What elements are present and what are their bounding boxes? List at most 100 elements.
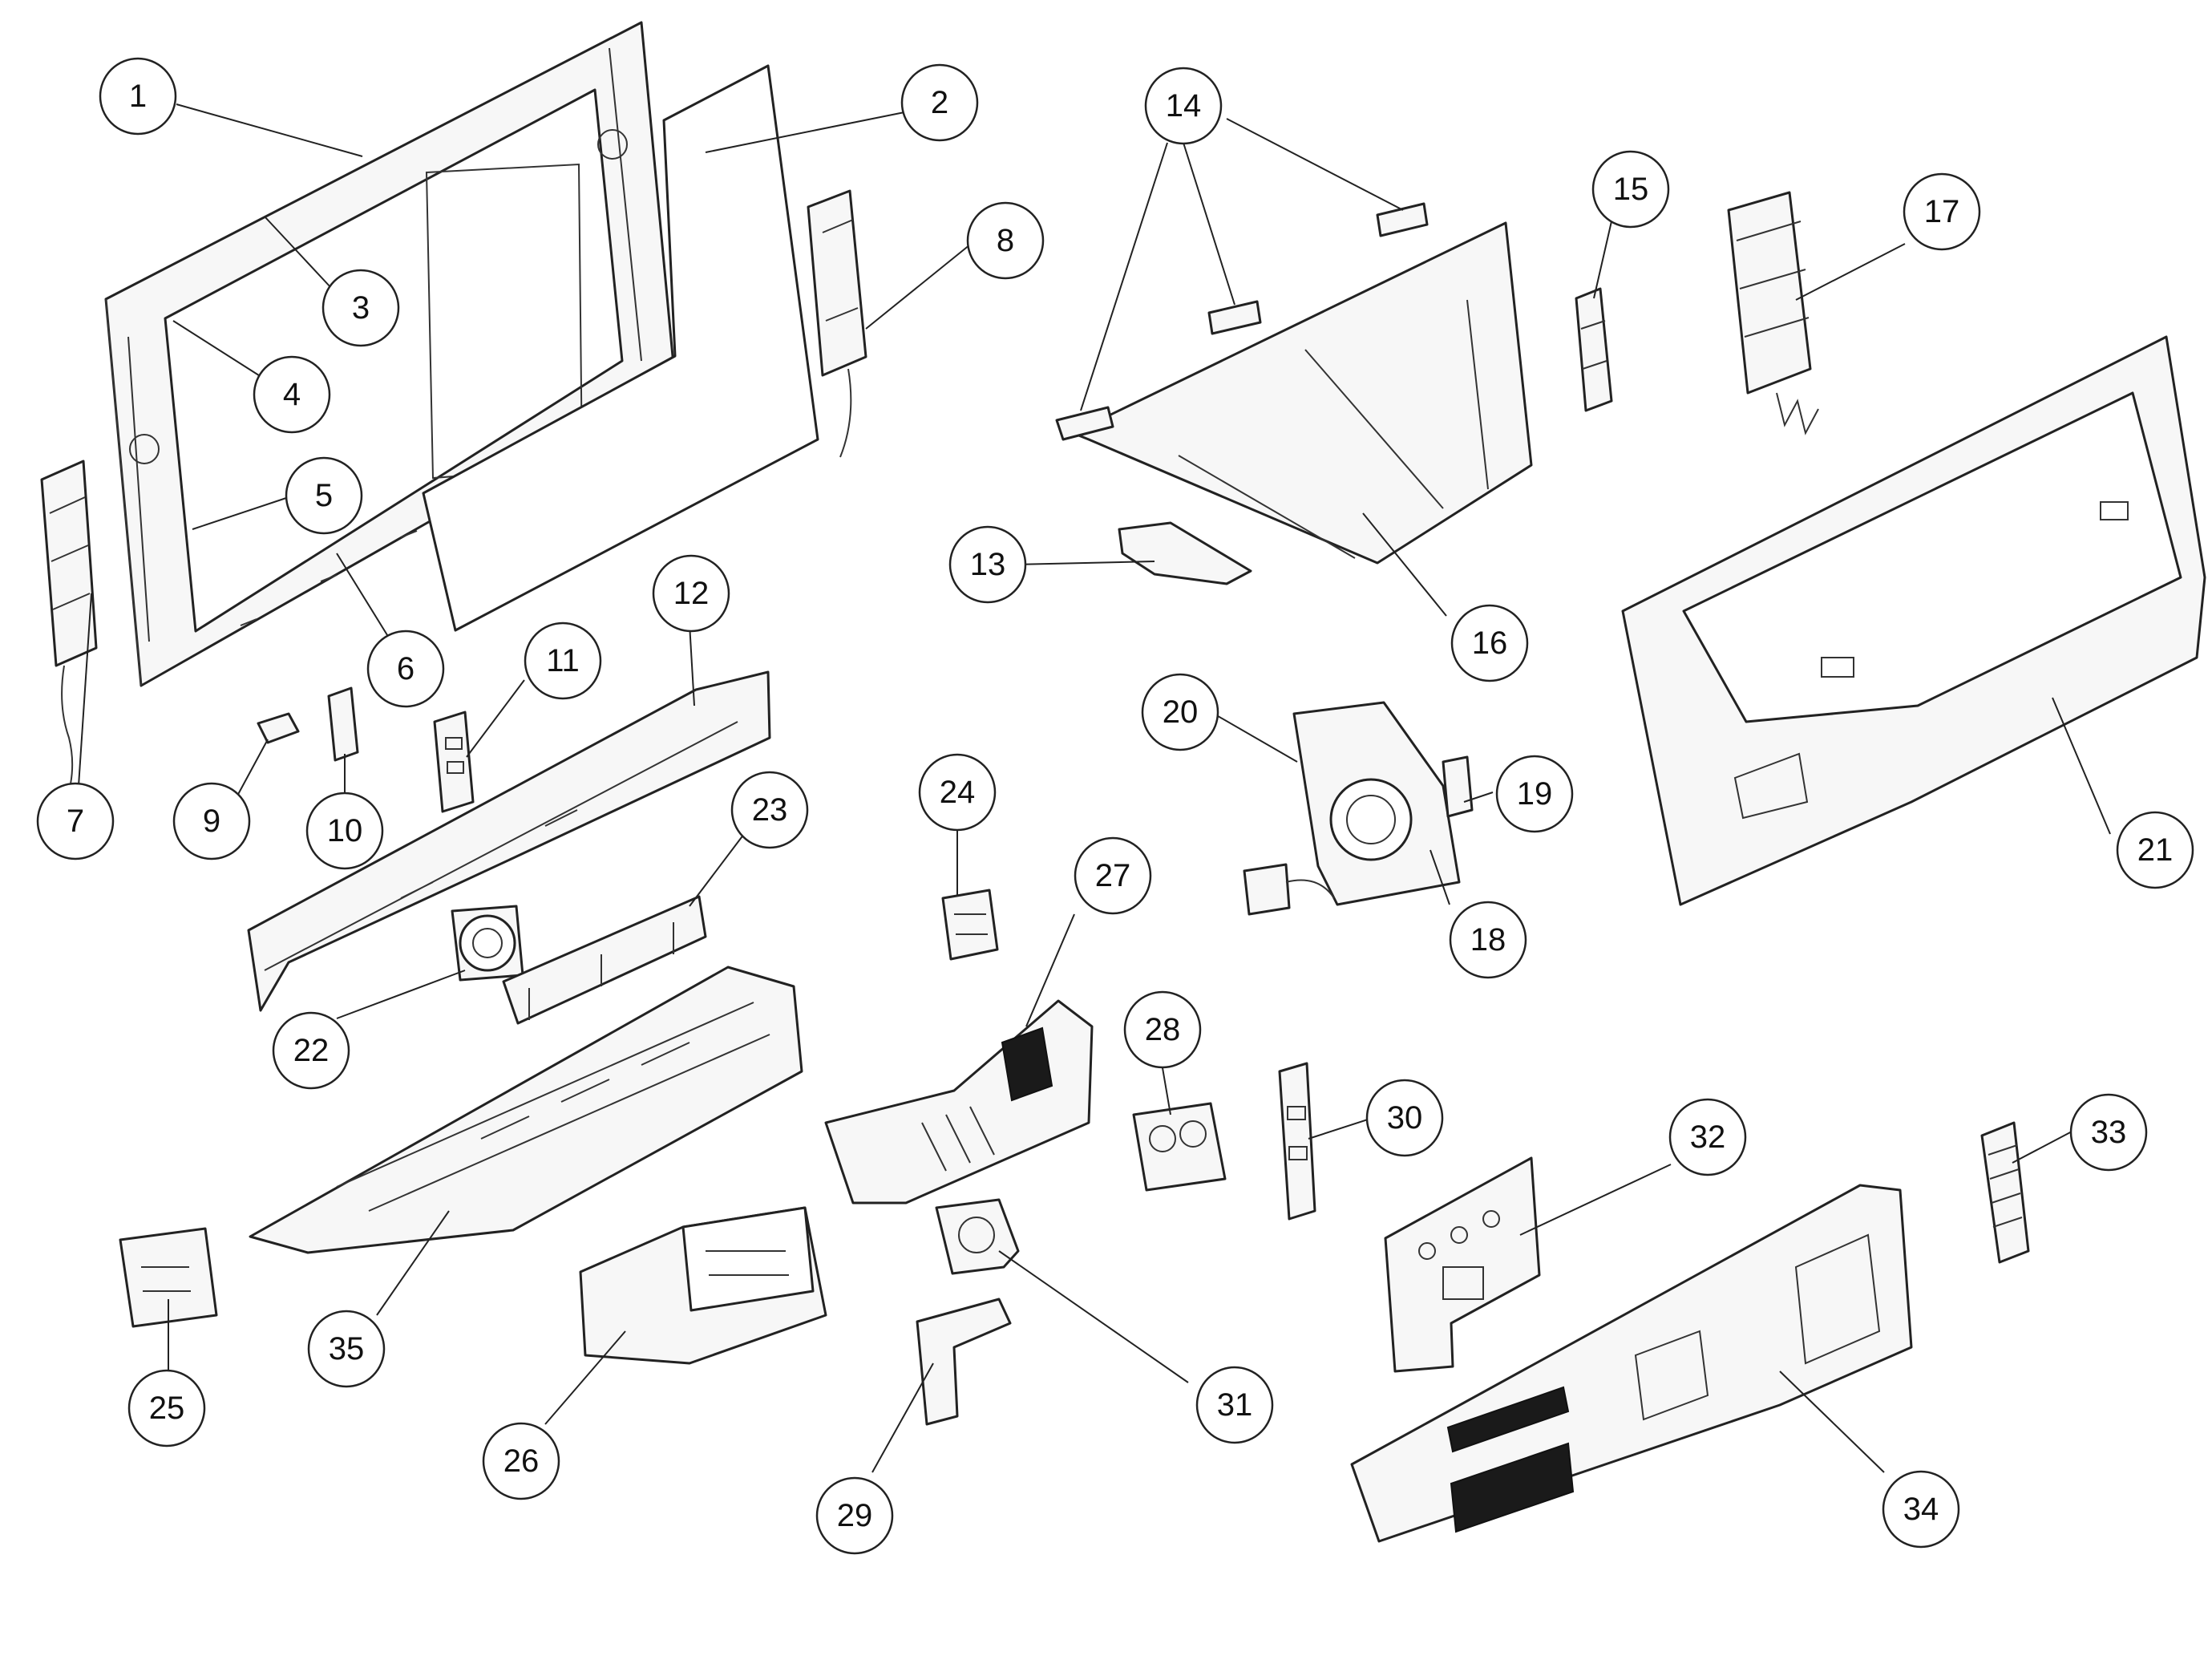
callout-30: 30	[1365, 1079, 1444, 1157]
callout-21: 21	[2116, 811, 2194, 889]
callout-12-label: 12	[673, 576, 710, 611]
callout-7: 7	[36, 782, 115, 860]
part-light-engine	[824, 999, 1094, 1205]
part-side-bracket	[1575, 287, 1613, 412]
part-small-bracket	[327, 686, 359, 782]
callout-19: 19	[1495, 755, 1574, 833]
callout-33-label: 33	[2091, 1115, 2127, 1150]
leader-lines	[78, 103, 2111, 1473]
callout-25: 25	[127, 1369, 206, 1447]
callout-9: 9	[172, 782, 251, 860]
part-front-bezel	[104, 21, 677, 687]
callout-16: 16	[1450, 604, 1529, 682]
part-tab-a	[1055, 406, 1114, 441]
callout-5-label: 5	[315, 478, 333, 513]
callout-29: 29	[815, 1476, 894, 1555]
part-control-module	[433, 711, 475, 813]
callout-24-label: 24	[940, 775, 976, 810]
callout-3: 3	[321, 269, 400, 347]
callout-22: 22	[272, 1011, 350, 1090]
callout-32: 32	[1668, 1098, 1747, 1176]
callout-7-label: 7	[67, 804, 84, 839]
callout-30-label: 30	[1387, 1100, 1423, 1136]
callout-26-label: 26	[503, 1443, 540, 1479]
part-mirror-tray	[1055, 202, 1533, 565]
part-rear-cabinet	[1621, 335, 2206, 906]
callout-17-label: 17	[1924, 194, 1960, 229]
callout-3-label: 3	[352, 290, 370, 326]
callout-14: 14	[1144, 67, 1223, 145]
part-left-speaker	[40, 460, 98, 803]
part-small-housing	[941, 889, 999, 961]
part-small-clip	[257, 712, 300, 744]
callout-17: 17	[1903, 172, 1981, 251]
callout-22-label: 22	[293, 1033, 330, 1068]
callout-35: 35	[307, 1310, 386, 1388]
callout-2-label: 2	[931, 85, 948, 120]
callout-32-label: 32	[1690, 1120, 1726, 1155]
callout-13-label: 13	[970, 547, 1006, 582]
part-speaker-assembly	[1243, 701, 1474, 916]
callout-26: 26	[482, 1422, 560, 1500]
part-lamp-socket	[1132, 1102, 1227, 1192]
callout-31-label: 31	[1217, 1387, 1253, 1423]
part-side-grille	[1980, 1121, 2030, 1264]
callout-1: 1	[99, 57, 177, 136]
callout-24: 24	[918, 753, 997, 832]
part-right-speaker	[807, 189, 867, 458]
callout-10-label: 10	[327, 813, 363, 848]
callout-12: 12	[652, 554, 730, 633]
callout-10: 10	[305, 792, 384, 870]
callout-18: 18	[1449, 901, 1527, 979]
callout-6-label: 6	[397, 651, 414, 686]
callout-34: 34	[1882, 1470, 1960, 1549]
callout-8-label: 8	[997, 223, 1014, 258]
callout-16-label: 16	[1472, 626, 1508, 661]
callout-14-label: 14	[1166, 88, 1202, 123]
callout-23-label: 23	[752, 792, 788, 828]
part-mount-bracket	[502, 895, 707, 1025]
callout-31: 31	[1195, 1366, 1274, 1444]
callout-4-label: 4	[283, 377, 301, 412]
callout-20-label: 20	[1163, 694, 1199, 730]
callout-21-label: 21	[2137, 832, 2174, 868]
callout-4: 4	[253, 355, 331, 434]
part-color-wheel	[935, 1198, 1020, 1275]
part-holder	[1118, 521, 1252, 585]
callout-23: 23	[730, 771, 809, 849]
callout-11: 11	[524, 622, 602, 700]
callout-1-label: 1	[129, 79, 147, 114]
part-screen-panel	[422, 64, 819, 632]
part-pcb-plate	[1384, 1156, 1541, 1373]
part-terminal-bracket	[119, 1227, 218, 1328]
callout-6: 6	[366, 630, 445, 708]
part-top-rail	[247, 670, 771, 1012]
callout-9-label: 9	[203, 804, 220, 839]
callout-15-label: 15	[1613, 172, 1649, 207]
callout-11-label: 11	[546, 643, 580, 678]
part-vertical-board	[1278, 1062, 1316, 1221]
part-tab-b	[1207, 300, 1262, 335]
callout-20: 20	[1141, 673, 1219, 751]
callout-13: 13	[948, 525, 1027, 604]
callout-8: 8	[966, 201, 1045, 280]
callout-18-label: 18	[1470, 922, 1506, 958]
callout-15: 15	[1591, 150, 1670, 229]
callout-27: 27	[1074, 836, 1152, 915]
part-power-module	[1727, 191, 1819, 435]
part-main-board	[579, 1206, 827, 1365]
callout-5: 5	[285, 456, 363, 535]
callout-27-label: 27	[1095, 858, 1131, 893]
callout-28: 28	[1123, 990, 1202, 1069]
callout-29-label: 29	[837, 1498, 873, 1533]
callout-25-label: 25	[149, 1391, 185, 1426]
part-duct	[916, 1298, 1012, 1426]
part-chassis-base	[249, 966, 803, 1254]
callout-28-label: 28	[1145, 1012, 1181, 1047]
callout-2: 2	[900, 63, 979, 142]
callout-34-label: 34	[1903, 1492, 1939, 1527]
part-center-speaker	[451, 905, 524, 982]
part-tab-c	[1376, 202, 1429, 237]
part-rear-panel	[1350, 1184, 1913, 1543]
